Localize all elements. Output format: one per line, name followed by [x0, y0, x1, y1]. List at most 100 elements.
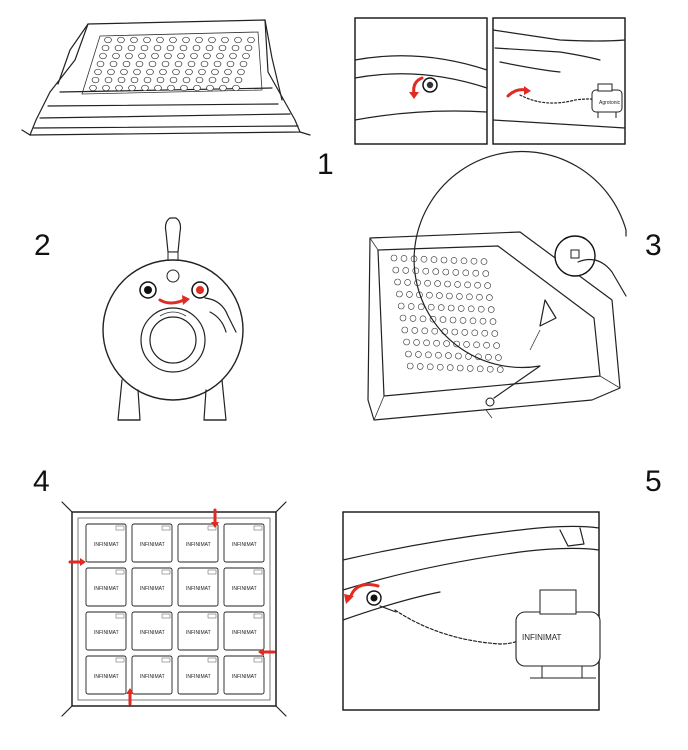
air-cell	[402, 267, 410, 274]
panel-clip	[253, 613, 263, 619]
step1-pump-detail-panel: Agrotonic	[492, 17, 626, 145]
air-cell	[446, 292, 453, 300]
air-cell	[112, 52, 120, 60]
mat-panel	[223, 567, 265, 607]
air-cell	[231, 44, 240, 52]
pump-label-step5: INFINIMAT	[522, 633, 562, 642]
air-cell	[244, 44, 253, 52]
air-cell	[486, 365, 494, 373]
air-cell	[426, 363, 434, 371]
air-cell	[483, 341, 490, 349]
air-cell	[424, 279, 431, 287]
panel-clip	[253, 569, 263, 575]
air-cell	[433, 339, 440, 347]
mat-panel	[177, 655, 219, 695]
air-cell	[407, 303, 415, 310]
air-cell	[135, 60, 144, 68]
air-cell	[234, 36, 242, 44]
mat-air-cells	[390, 254, 504, 373]
mat-brand-label: INFINIMAT	[94, 630, 119, 636]
air-cell	[437, 304, 445, 311]
air-cell	[462, 269, 470, 277]
air-cell	[206, 84, 214, 92]
mat-brand-label: INFINIMAT	[232, 586, 257, 592]
air-cell	[234, 76, 243, 84]
air-cell	[463, 341, 470, 348]
air-cell	[169, 76, 178, 84]
air-cell	[496, 366, 504, 373]
air-cell	[411, 327, 419, 334]
air-cell	[421, 327, 429, 335]
rotate-arrow-icon	[348, 583, 380, 600]
air-cell	[472, 269, 480, 277]
step-number-3: 3	[645, 229, 662, 262]
air-cell	[133, 68, 141, 76]
air-cell	[435, 351, 442, 359]
air-cell	[436, 292, 443, 299]
air-cell	[179, 44, 188, 52]
hand-icon	[204, 297, 237, 333]
air-cell	[247, 36, 255, 44]
mat-air-cells	[89, 36, 255, 92]
mat-panel	[85, 655, 127, 695]
panel-clip	[253, 525, 263, 531]
air-cell	[200, 60, 209, 68]
air-cell	[479, 317, 487, 325]
air-cell	[172, 68, 180, 76]
air-cell	[221, 76, 230, 84]
air-cell	[447, 304, 455, 312]
mat-brand-label: INFINIMAT	[186, 586, 211, 592]
air-cell	[161, 60, 170, 68]
air-cell	[397, 302, 405, 310]
step-number-2: 2	[34, 229, 51, 262]
air-cell	[221, 36, 229, 44]
air-cell	[205, 44, 214, 52]
air-cell	[213, 60, 222, 68]
air-cell	[477, 305, 485, 313]
air-cell	[439, 316, 447, 323]
air-cell	[208, 76, 217, 84]
air-cell	[445, 352, 452, 359]
air-cell	[489, 318, 497, 325]
air-cell	[390, 254, 398, 262]
air-cell	[459, 317, 467, 324]
valve-icon	[422, 77, 438, 93]
mat-brand-label: INFINIMAT	[186, 542, 211, 548]
air-cell	[403, 338, 410, 346]
mat-brand-label: INFINIMAT	[94, 542, 119, 548]
rotate-arrow-icon	[158, 298, 186, 305]
air-cell	[394, 278, 401, 286]
mat-brand-label: INFINIMAT	[186, 674, 211, 680]
air-cell	[404, 279, 411, 286]
air-cell	[125, 52, 133, 60]
air-cell	[192, 44, 201, 52]
air-cell	[487, 306, 495, 313]
air-cell	[495, 354, 502, 361]
air-cell	[122, 60, 131, 68]
air-cell	[416, 363, 424, 370]
air-cell	[156, 76, 165, 84]
air-cell	[182, 76, 191, 84]
air-cell	[455, 352, 462, 360]
air-cell	[117, 76, 126, 84]
air-cell	[419, 315, 427, 323]
air-cell	[466, 293, 473, 301]
air-cell	[432, 268, 440, 275]
air-cell	[440, 256, 448, 264]
air-cell	[242, 52, 250, 60]
air-cell	[130, 76, 139, 84]
air-cell	[182, 36, 190, 44]
air-cell	[174, 60, 183, 68]
air-cell	[471, 329, 479, 337]
air-cell	[480, 258, 488, 265]
air-cell	[431, 327, 439, 335]
air-cell	[109, 60, 118, 68]
air-cell	[415, 351, 422, 358]
mat-panel	[223, 523, 265, 563]
air-cell	[203, 52, 211, 60]
air-cell	[117, 36, 125, 44]
air-cell	[456, 364, 464, 372]
air-cell	[169, 36, 177, 44]
mat-brand-label: INFINIMAT	[140, 630, 165, 636]
air-cell	[470, 257, 478, 265]
